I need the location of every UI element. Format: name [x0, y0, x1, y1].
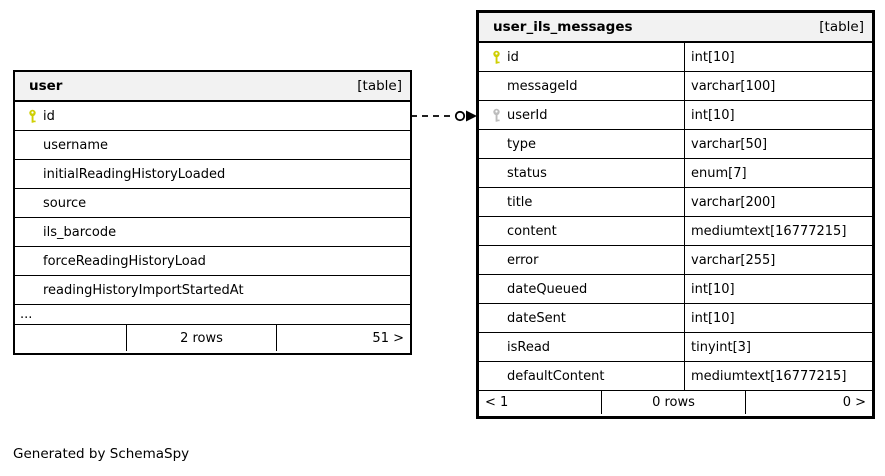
table-footer-user: 2 rows 51 >	[15, 325, 410, 351]
column-name: forceReadingHistoryLoad	[43, 253, 206, 269]
column-type: varchar[200]	[691, 194, 776, 210]
table-header-user-ils-messages[interactable]: user_ils_messages [table]	[479, 13, 872, 43]
foreign-key-icon	[489, 108, 503, 123]
column-type: int[10]	[691, 107, 735, 123]
column-row-content: content mediumtext[16777215]	[479, 217, 872, 246]
generated-by-note: Generated by SchemaSpy	[13, 446, 190, 462]
table-type-badge: [table]	[357, 78, 402, 94]
ellipsis-label: ...	[20, 307, 33, 322]
more-columns-label: 51 >	[372, 330, 404, 346]
column-row-type: type varchar[50]	[479, 130, 872, 159]
column-name: source	[43, 195, 87, 211]
column-row-initialreadinghistoryloaded: initialReadingHistoryLoaded	[15, 160, 410, 189]
column-name: isRead	[507, 339, 551, 355]
column-type: mediumtext[16777215]	[691, 223, 847, 239]
row-count-label: 2 rows	[127, 325, 277, 351]
column-row-title: title varchar[200]	[479, 188, 872, 217]
table-header-user[interactable]: user [table]	[15, 72, 410, 102]
column-row-ils-barcode: ils_barcode	[15, 218, 410, 247]
column-row-isread: isRead tinyint[3]	[479, 333, 872, 362]
column-row-defaultcontent: defaultContent mediumtext[16777215]	[479, 362, 872, 391]
column-row-datequeued: dateQueued int[10]	[479, 275, 872, 304]
column-name: id	[43, 108, 55, 124]
column-row-readinghistoryimportstartedat: readingHistoryImportStartedAt	[15, 276, 410, 305]
column-row-username: username	[15, 131, 410, 160]
column-row-error: error varchar[255]	[479, 246, 872, 275]
column-name: title	[507, 194, 533, 210]
primary-key-icon	[489, 50, 503, 65]
table-node-user[interactable]: user [table] id username	[13, 70, 412, 355]
column-name: dateQueued	[507, 281, 588, 297]
table-name: user	[29, 78, 63, 94]
column-type: varchar[100]	[691, 78, 776, 94]
column-row-messageid: messageId varchar[100]	[479, 72, 872, 101]
column-row-forcereadinghistoryload: forceReadingHistoryLoad	[15, 247, 410, 276]
column-type: mediumtext[16777215]	[691, 368, 847, 384]
table-type-badge: [table]	[819, 19, 864, 35]
column-name: messageId	[507, 78, 578, 94]
column-name: initialReadingHistoryLoaded	[43, 166, 226, 182]
column-name: status	[507, 165, 547, 181]
column-row-source: source	[15, 189, 410, 218]
column-type: enum[7]	[691, 165, 747, 181]
column-row-id: id	[15, 102, 410, 131]
footer-cell-empty	[15, 325, 127, 351]
table-footer-user-ils-messages: < 1 0 rows 0 >	[479, 391, 872, 414]
column-name: ils_barcode	[43, 224, 117, 240]
table-node-user-ils-messages[interactable]: user_ils_messages [table] id int[10] m	[476, 10, 875, 419]
column-row-datesent: dateSent int[10]	[479, 304, 872, 333]
column-row-id: id int[10]	[479, 43, 872, 72]
column-name: type	[507, 136, 537, 152]
column-name: defaultContent	[507, 368, 605, 384]
column-row-userid: userId int[10]	[479, 101, 872, 130]
columns-ellipsis-row: ...	[15, 305, 410, 325]
column-type: int[10]	[691, 310, 735, 326]
column-name: userId	[507, 107, 548, 123]
column-type: varchar[255]	[691, 252, 776, 268]
column-type: int[10]	[691, 281, 735, 297]
more-columns-label: 0 >	[842, 395, 866, 410]
column-name: username	[43, 137, 108, 153]
column-row-status: status enum[7]	[479, 159, 872, 188]
column-name: error	[507, 252, 539, 268]
row-count-label: 0 rows	[602, 391, 746, 414]
column-name: id	[507, 49, 519, 65]
column-type: varchar[50]	[691, 136, 768, 152]
primary-key-icon	[25, 109, 39, 124]
table-name: user_ils_messages	[493, 19, 633, 35]
related-tables-label: < 1	[479, 391, 602, 414]
column-name: readingHistoryImportStartedAt	[43, 282, 244, 298]
column-type: int[10]	[691, 49, 735, 65]
column-name: content	[507, 223, 557, 239]
foreign-key-connector	[411, 110, 477, 122]
column-name: dateSent	[507, 310, 566, 326]
column-type: tinyint[3]	[691, 339, 752, 355]
